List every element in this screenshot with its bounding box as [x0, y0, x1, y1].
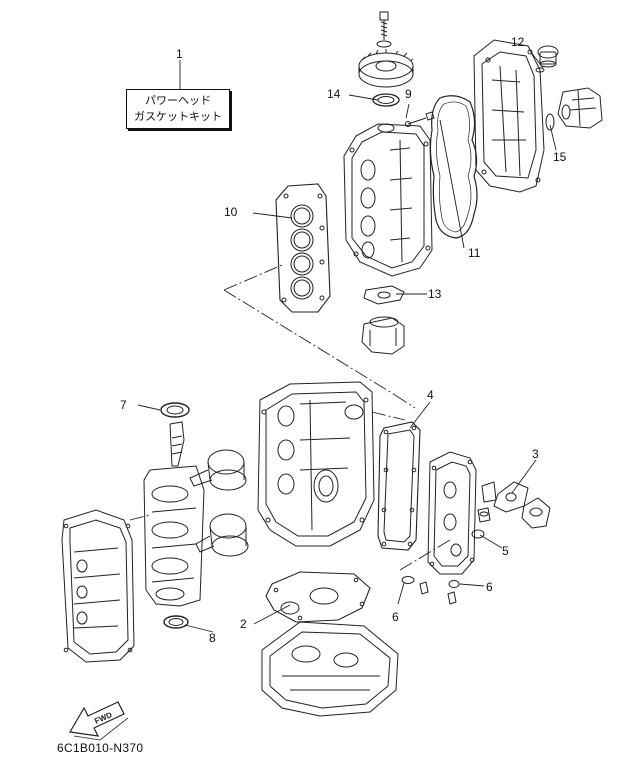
callout-13: 13 [428, 287, 442, 301]
thermostat-housing [557, 87, 603, 129]
gasket-part-13 [363, 285, 405, 305]
callout-3: 3 [532, 447, 539, 461]
kit-label-box: パワーヘッド ガスケットキット [126, 89, 230, 129]
fwd-arrow-icon: FWD [69, 701, 129, 741]
o-rings-part-5-6 [401, 529, 485, 588]
gasket-part-4 [377, 421, 421, 551]
pistons [189, 449, 249, 557]
callout-9: 9 [405, 87, 412, 101]
callout-6b: 6 [392, 610, 399, 624]
small-fittings [419, 481, 497, 605]
callout-1: 1 [176, 47, 183, 61]
seal-part-7 [160, 402, 190, 418]
kit-label-line2: ガスケットキット [134, 110, 222, 123]
thermostat-cap-lower [521, 497, 551, 529]
callout-11: 11 [468, 246, 481, 260]
callout-7: 7 [120, 398, 127, 412]
gasket-part-2 [265, 571, 371, 623]
callout-10: 10 [224, 205, 238, 219]
callout-8: 8 [209, 631, 216, 645]
cam-pulley [358, 49, 414, 88]
o-ring-part-15 [545, 113, 555, 131]
cylinder-head [343, 123, 433, 277]
bolt [376, 11, 392, 48]
crankcase [61, 509, 135, 663]
kit-label-line1: パワーヘッド [145, 94, 211, 107]
cylinder-block [257, 381, 375, 547]
crankshaft [143, 421, 205, 607]
callout-4: 4 [427, 388, 434, 402]
callout-2: 2 [240, 617, 247, 631]
seal-part-8 [163, 615, 189, 629]
lower-case [261, 621, 399, 717]
gasket-part-3 [493, 481, 529, 513]
callout-6a: 6 [486, 580, 493, 594]
leader-lines [129, 51, 557, 633]
head-gasket-part-10 [275, 183, 331, 313]
callout-14: 14 [327, 87, 341, 101]
exhaust-inner-cover [427, 451, 477, 575]
seal-part-14 [372, 93, 400, 107]
exhaust-cover [473, 39, 545, 193]
callout-5: 5 [502, 544, 509, 558]
callout-15: 15 [553, 150, 567, 164]
water-housing [361, 316, 405, 355]
diagram-code: 6C1B010-N370 [57, 741, 144, 755]
gasket-part-11 [429, 95, 478, 239]
bolt-part-9 [405, 111, 435, 127]
callout-12: 12 [511, 35, 525, 49]
